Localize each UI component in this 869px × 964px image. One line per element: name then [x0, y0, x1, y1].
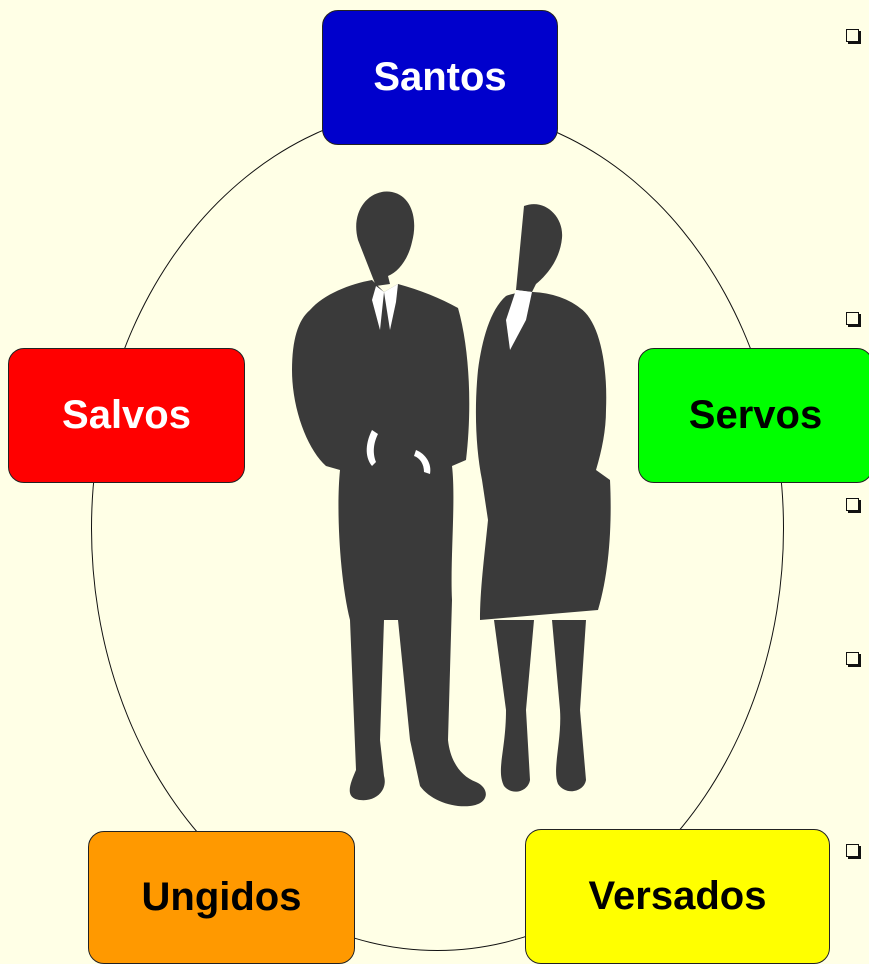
business-couple-silhouette-icon — [292, 191, 611, 807]
woman-silhouette — [475, 204, 611, 792]
node-salvos-label: Salvos — [62, 393, 191, 437]
node-santos: Santos — [322, 10, 558, 145]
node-versados: Versados — [525, 829, 830, 964]
checkbox-bullet-icon — [846, 29, 859, 42]
node-ungidos: Ungidos — [88, 831, 355, 964]
checkbox-bullet-icon — [846, 312, 859, 325]
checkbox-bullet-icon — [846, 844, 859, 857]
node-ungidos-label: Ungidos — [141, 875, 302, 919]
node-versados-label: Versados — [588, 874, 767, 918]
checkbox-bullet-icon — [846, 652, 859, 665]
node-santos-label: Santos — [373, 55, 507, 99]
node-servos-label: Servos — [688, 393, 823, 437]
node-salvos: Salvos — [8, 348, 245, 483]
node-servos: Servos — [638, 348, 869, 483]
man-silhouette — [292, 191, 486, 807]
checkbox-bullet-icon — [846, 498, 859, 511]
